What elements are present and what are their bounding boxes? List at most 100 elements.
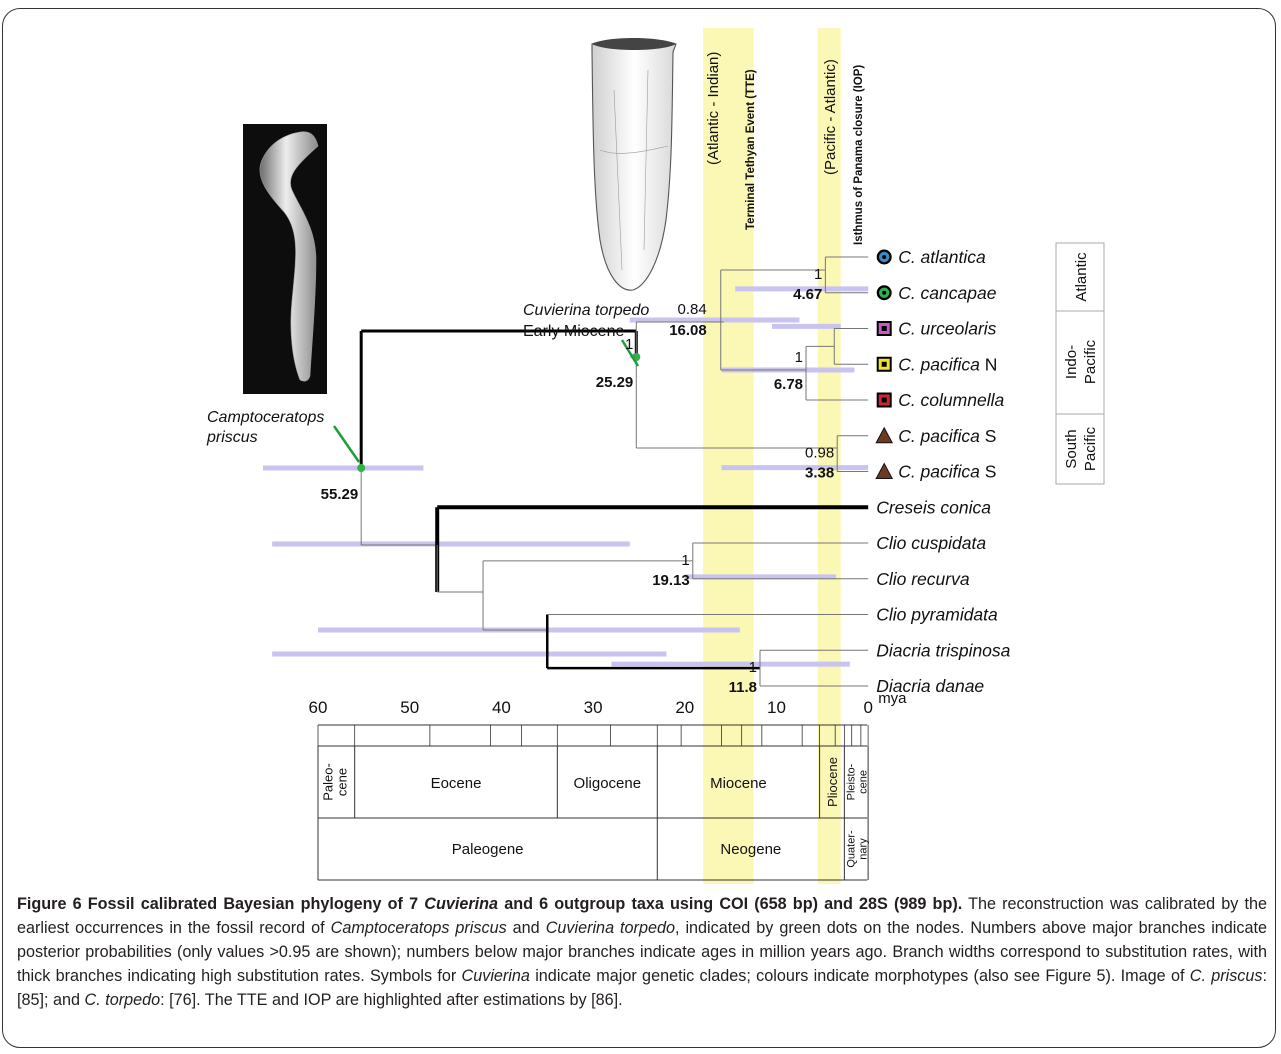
hpd-bar-outgroup <box>272 542 630 547</box>
figure-caption: Figure 6 Fossil calibrated Bayesian phyl… <box>17 892 1267 1012</box>
taxon-label-9: Clio recurva <box>876 569 970 589</box>
axis-tick-30: 30 <box>584 698 603 717</box>
clade-atlantic-label: Atlantic <box>1073 252 1090 302</box>
camptoceratops-pointer <box>334 426 359 462</box>
taxon-symbol-dot-1 <box>882 291 886 295</box>
caption-s3-italic-2: C. torpedo <box>85 991 161 1009</box>
node-age-indo: 6.78 <box>774 376 803 393</box>
cuvierina-torpedo-label-1: Cuvierina torpedo <box>523 302 649 319</box>
node-support-clio-cusp: 1 <box>681 552 689 569</box>
taxon-label-0: C. atlantica <box>898 247 986 267</box>
taxon-symbol-6 <box>876 464 892 479</box>
caption-figure-label: Figure 6 <box>17 895 82 913</box>
taxon-label-2: C. urceolaris <box>898 319 996 339</box>
taxon-name-6: C. pacifica <box>898 462 980 482</box>
epoch-miocene: Miocene <box>710 775 767 792</box>
node-support-atl: 1 <box>814 266 822 283</box>
iop-top-label: (Pacific - Atlantic) <box>822 59 839 175</box>
axis-tick-60: 60 <box>309 698 328 717</box>
clade-indo-label-2: Pacific <box>1082 339 1099 384</box>
node-support-diacria: 1 <box>749 659 757 676</box>
camptoceratops-fossil-image <box>243 124 327 394</box>
hpd-bar-root <box>263 466 423 471</box>
node-support-indo: 1 <box>795 349 803 366</box>
taxon-suffix-5: S <box>980 426 997 446</box>
epoch-pliocene: Pliocene <box>825 757 840 807</box>
clade-box-atlantic: Atlantic <box>1056 243 1104 311</box>
epoch-pleistocene-2: cene <box>857 770 869 794</box>
node-age-clio-cusp: 19.13 <box>652 572 690 589</box>
taxon-name-1: C. cancapae <box>898 283 997 303</box>
camptoceratops-label-2: priscus <box>206 429 258 446</box>
taxon-label-3: C. pacifica N <box>898 354 997 374</box>
caption-s1-italic-2: Cuvierina torpedo <box>546 919 675 937</box>
period-paleogene: Paleogene <box>452 841 524 858</box>
epoch-pleistocene-1: Pleisto- <box>845 763 857 800</box>
taxon-name-8: Clio cuspidata <box>876 533 986 553</box>
caption-title-a: Fossil calibrated Bayesian phylogeny of … <box>88 895 424 913</box>
taxon-label-4: C. columnella <box>898 390 1004 410</box>
taxon-symbol-dot-3 <box>882 362 887 367</box>
taxon-name-3: C. pacifica <box>898 354 980 374</box>
cuvierina-torpedo-fossil-image <box>592 38 676 290</box>
time-axis: 6050403020100mya <box>309 690 908 717</box>
epoch-paleocene-2: cene <box>334 768 349 796</box>
taxon-name-7: Creseis conica <box>876 497 991 517</box>
node-age-root: 55.29 <box>321 486 359 503</box>
node-age-cuvierina: 25.29 <box>596 374 634 391</box>
geologic-timescale: Paleo-cene Eocene Oligocene Miocene Pliocene… <box>318 725 869 880</box>
camptoceratops-label-1: Camptoceratops <box>207 409 324 426</box>
cuvierina-torpedo-label-2: Early Miocene <box>523 323 624 340</box>
node-support-cuvierina: 1 <box>625 336 633 353</box>
axis-tick-40: 40 <box>492 698 511 717</box>
epoch-paleocene-1: Paleo- <box>320 763 335 801</box>
node-age-south: 3.38 <box>805 465 834 482</box>
taxon-label-5: C. pacifica S <box>898 426 996 446</box>
taxon-label-8: Clio cuspidata <box>876 533 986 553</box>
hpd-bar-diacria <box>611 662 849 667</box>
clade-south-label-2: Pacific <box>1082 426 1099 471</box>
caption-s3-italic-1: C. priscus <box>1190 967 1263 985</box>
clade-south-label-1: South <box>1063 429 1080 468</box>
taxon-symbol-5 <box>876 428 892 443</box>
taxon-name-11: Diacria trispinosa <box>876 640 1010 660</box>
taxon-label-7: Creseis conica <box>876 497 991 517</box>
calibration-node-root <box>357 464 365 472</box>
taxon-label-1: C. cancapae <box>898 283 997 303</box>
caption-s1-and: and <box>507 919 546 937</box>
taxon-label-11: Diacria trispinosa <box>876 640 1010 660</box>
caption-s1-italic-1: Camptoceratops priscus <box>331 919 507 937</box>
hpd-bar-south <box>721 465 868 470</box>
phylogeny-figure: (Atlantic - Indian) Terminal Tethyan Eve… <box>0 0 1281 890</box>
period-quaternary-1: Quater- <box>845 830 857 868</box>
epoch-oligocene: Oligocene <box>574 775 642 792</box>
period-quaternary-2: nary <box>857 838 869 860</box>
epoch-eocene: Eocene <box>431 775 482 792</box>
axis-tick-0: 0 <box>863 698 872 717</box>
axis-unit: mya <box>878 690 907 707</box>
taxon-name-0: C. atlantica <box>898 247 986 267</box>
tte-top-label: (Atlantic - Indian) <box>705 52 722 165</box>
taxon-name-9: Clio recurva <box>876 569 970 589</box>
tte-label: Terminal Tethyan Event (TTE) <box>745 69 757 230</box>
axis-tick-20: 20 <box>675 698 694 717</box>
taxon-label-6: C. pacifica S <box>898 462 996 482</box>
taxon-name-10: Clio pyramidata <box>876 605 998 625</box>
node-age-atl: 4.67 <box>793 286 822 303</box>
taxon-suffix-6: S <box>980 462 997 482</box>
taxon-symbol-dot-0 <box>882 255 886 259</box>
caption-title-italic: Cuvierina <box>424 895 498 913</box>
taxon-name-5: C. pacifica <box>898 426 980 446</box>
caption-s2-italic: Cuvierina <box>462 967 530 985</box>
clade-box-south-pacific: South Pacific <box>1056 414 1104 484</box>
taxon-name-2: C. urceolaris <box>898 319 996 339</box>
period-neogene: Neogene <box>720 841 781 858</box>
caption-title-b: and 6 outgroup taxa using COI (658 bp) a… <box>498 895 962 913</box>
clade-box-indo-pacific: Indo- Pacific <box>1056 311 1104 414</box>
node-age-cuvierina-inner: 16.08 <box>669 322 707 339</box>
node-age-diacria: 11.8 <box>729 679 757 696</box>
axis-tick-50: 50 <box>400 698 419 717</box>
taxon-label-10: Clio pyramidata <box>876 605 998 625</box>
hpd-bar-urceo <box>772 324 841 329</box>
node-support-south: 0.98 <box>805 445 834 462</box>
